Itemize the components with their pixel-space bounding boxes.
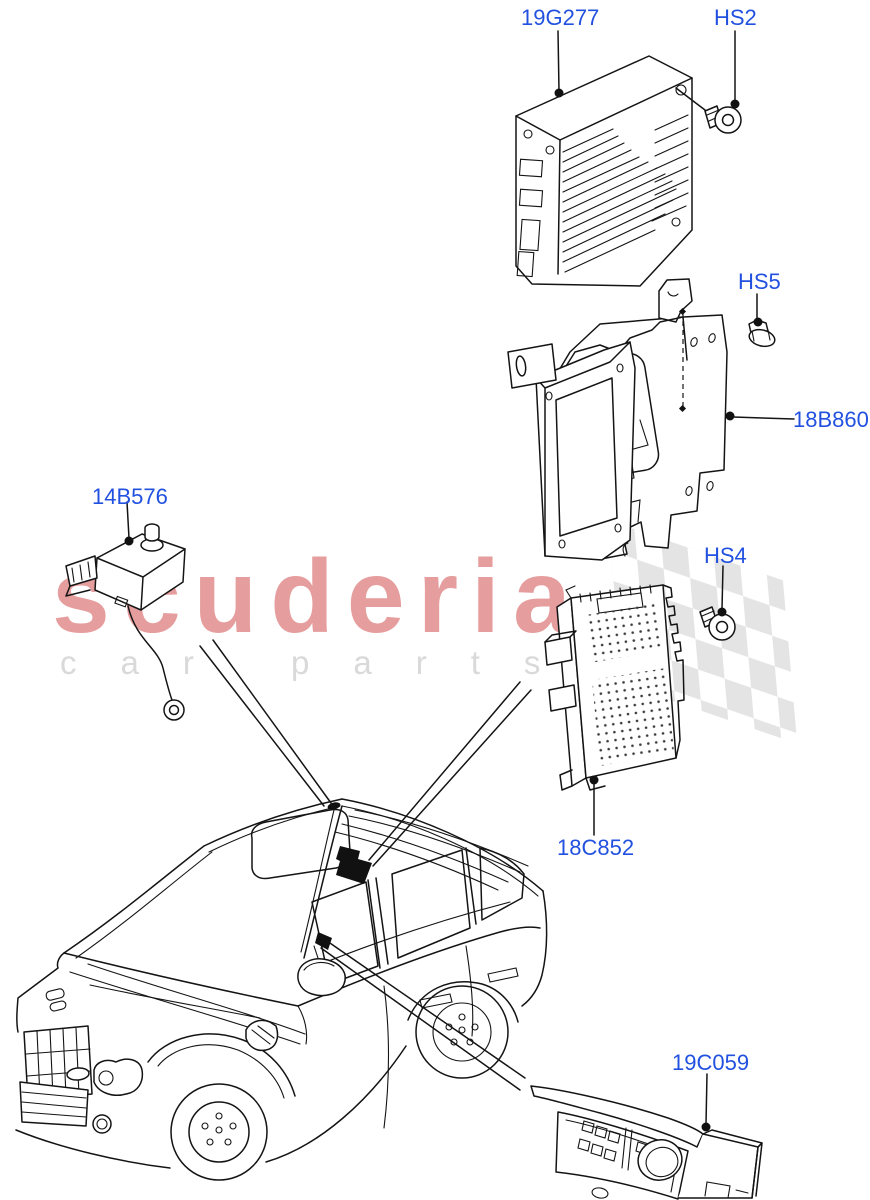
screw-hs5-drawing: [748, 319, 776, 348]
part-label-HS4[interactable]: HS4: [704, 543, 747, 568]
antenna-module-drawing: [65, 523, 186, 721]
part-label-18C852[interactable]: 18C852: [557, 835, 635, 860]
part-label-HS2[interactable]: HS2: [714, 5, 757, 30]
switch-panel-drawing: [530, 1085, 763, 1200]
part-label-19C059[interactable]: 19C059: [672, 1050, 750, 1075]
leader-lines: [199, 639, 532, 1091]
part-label-19G277[interactable]: 19G277: [521, 5, 600, 30]
screw-hs2-drawing: [704, 105, 742, 134]
callout-leaders: [124, 30, 795, 1132]
vehicle-location-markers: [315, 802, 372, 950]
part-label-14B576[interactable]: 14B576: [92, 484, 168, 509]
part-label-HS5[interactable]: HS5: [738, 269, 781, 294]
amplifier-module-drawing: [515, 55, 706, 287]
vehicle-drawing: [15, 798, 548, 1181]
part-label-18B860[interactable]: 18B860: [793, 407, 869, 432]
screw-hs4-drawing: [699, 606, 736, 641]
watermark-tagline-text: car parts: [60, 644, 585, 681]
mounting-bracket-drawing: [507, 278, 728, 561]
control-module-drawing: [544, 584, 685, 791]
